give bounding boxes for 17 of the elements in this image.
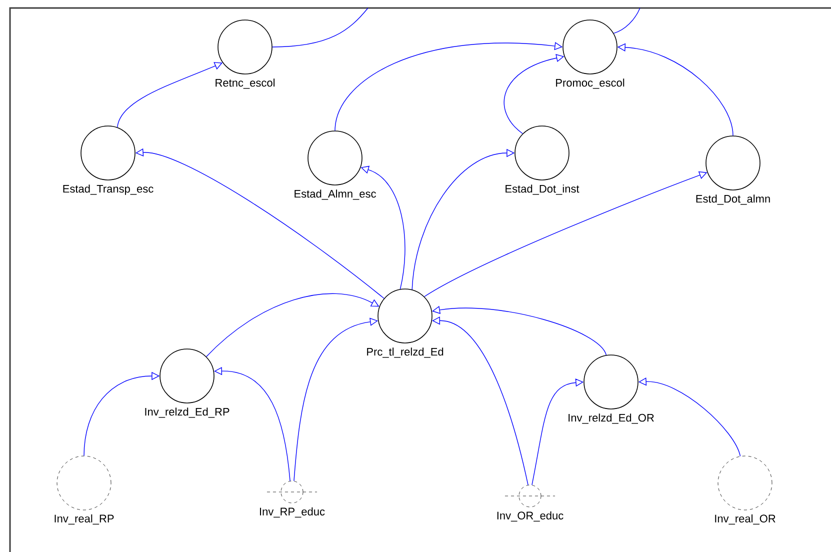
node-label: Estad_Almn_esc	[294, 190, 376, 200]
flow-source: Inv_RP_educ	[260, 480, 325, 518]
node-label: Inv_real_RP	[54, 514, 114, 525]
flow-source: Inv_OR_educ	[497, 484, 564, 522]
arrow	[294, 318, 378, 482]
node-label: Estd_Dot_almn	[696, 194, 770, 205]
node-label: Prc_tl_relzd_Ed	[367, 348, 444, 358]
node-label: Inv_relzd_Ed_OR	[568, 414, 654, 424]
node-label: Retnc_escol	[216, 78, 275, 89]
node-label: Inv_relzd_Ed_RP	[145, 408, 230, 418]
node-label: Inv_OR_educ	[497, 511, 564, 522]
node-label: Estad_Transp_esc	[63, 184, 154, 195]
node-label: Promoc_escol	[556, 78, 624, 89]
node-label: Estad_Dot_inst	[506, 184, 580, 195]
node-label: Inv_real_OR	[715, 514, 776, 525]
arrow	[432, 316, 528, 486]
node-label: Inv_RP_educ	[260, 507, 325, 518]
